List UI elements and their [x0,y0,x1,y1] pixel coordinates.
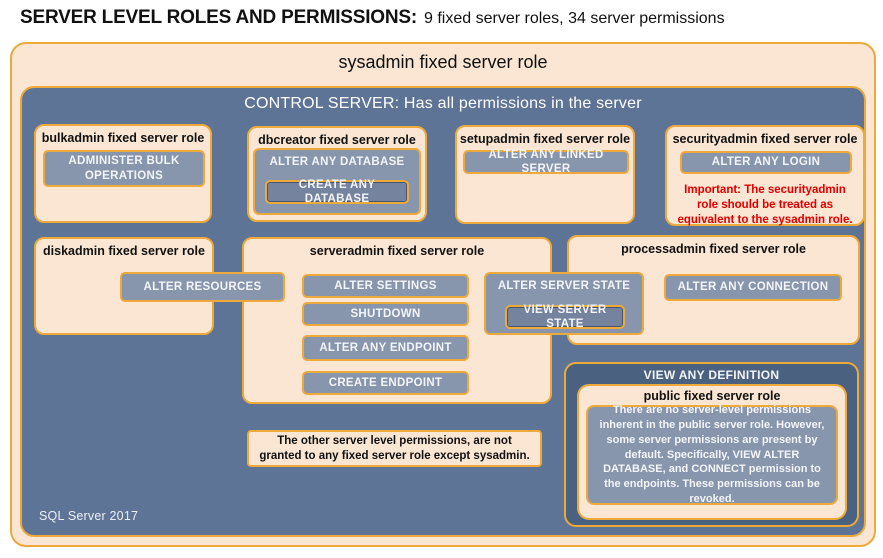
perm-alter-any-endpoint: ALTER ANY ENDPOINT [302,335,469,361]
perm-view-any-definition-label: VIEW ANY DEFINITION [643,368,780,382]
control-server-container: CONTROL SERVER: Has all permissions in t… [20,86,866,537]
perm-alter-any-database-label: ALTER ANY DATABASE [269,156,405,168]
diskadmin-title: diskadmin fixed server role [43,244,205,258]
control-server-label: CONTROL SERVER: Has all permissions in t… [244,95,642,112]
page-title-main: SERVER LEVEL ROLES AND PERMISSIONS: [20,7,418,28]
perm-administer-bulk-operations: ADMINISTER BULK OPERATIONS [43,150,205,187]
securityadmin-warning-text: Important: The securityadmin role should… [677,184,853,226]
role-box-public: public fixed server role There are no se… [577,384,847,520]
role-box-bulkadmin: bulkadmin fixed server role ADMINISTER B… [34,124,212,223]
setupadmin-title: setupadmin fixed server role [459,132,631,146]
processadmin-title: processadmin fixed server role [621,242,806,256]
page-title: SERVER LEVEL ROLES AND PERMISSIONS: 9 fi… [20,7,725,29]
perm-alter-any-connection: ALTER ANY CONNECTION [664,274,842,301]
role-box-setupadmin: setupadmin fixed server role ALTER ANY L… [455,125,635,224]
perm-view-server-state: VIEW SERVER STATE [505,304,625,330]
securityadmin-title: securityadmin fixed server role [672,132,858,146]
note-other-permissions: The other server level permissions, are … [247,430,542,467]
page-title-subtitle: 9 fixed server roles, 34 server permissi… [424,10,725,27]
perm-create-any-database: CREATE ANY DATABASE [265,179,409,205]
role-box-dbcreator: dbcreator fixed server role ALTER ANY DA… [247,126,427,222]
perm-alter-server-state: ALTER SERVER STATE VIEW SERVER STATE [484,272,644,335]
public-title: public fixed server role [643,389,781,403]
perm-alter-resources: ALTER RESOURCES [120,272,285,302]
perm-create-endpoint: CREATE ENDPOINT [302,371,469,395]
public-role-description: There are no server-level permissions in… [586,404,838,505]
sysadmin-role-label: sysadmin fixed server role [338,52,548,72]
role-box-securityadmin: securityadmin fixed server role ALTER AN… [665,125,865,226]
perm-alter-any-database: ALTER ANY DATABASE CREATE ANY DATABASE [253,148,421,215]
perm-view-any-definition: VIEW ANY DEFINITION public fixed server … [564,362,859,527]
sql-server-version-label: SQL Server 2017 [39,509,139,523]
perm-alter-any-linked-server: ALTER ANY LINKED SERVER [463,149,629,175]
serveradmin-title: serveradmin fixed server role [309,244,485,258]
perm-alter-settings: ALTER SETTINGS [302,274,469,298]
dbcreator-title: dbcreator fixed server role [258,133,416,147]
perm-alter-any-login: ALTER ANY LOGIN [680,151,852,174]
sysadmin-role-container: sysadmin fixed server role CONTROL SERVE… [10,42,876,547]
bulkadmin-title: bulkadmin fixed server role [41,131,205,145]
perm-shutdown: SHUTDOWN [302,302,469,326]
perm-alter-server-state-label: ALTER SERVER STATE [497,280,631,292]
